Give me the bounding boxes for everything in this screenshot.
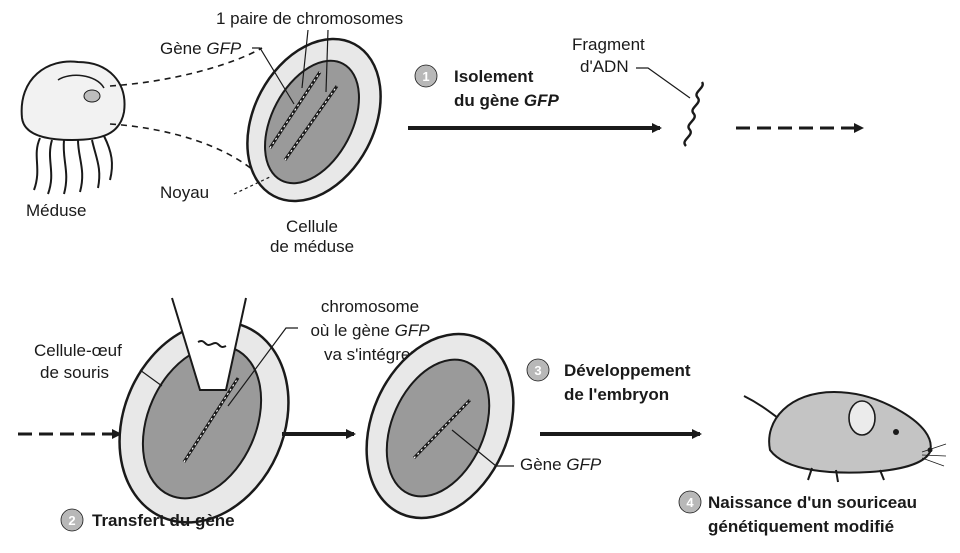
- step-1-title-2: du gène GFP: [454, 91, 560, 110]
- jellyfish-illustration: [20, 60, 126, 195]
- step-2-title: Transfert du gène: [92, 511, 235, 530]
- integration-pointer: [227, 327, 298, 407]
- chromosome-pair-label: 1 paire de chromosomes: [216, 9, 403, 28]
- step-3-badge: [526, 358, 550, 382]
- chromosome-pair-pointer-b: [325, 29, 329, 93]
- micropipette: [171, 297, 247, 391]
- step-1-title-1: Isolement: [454, 67, 534, 86]
- egg-chromosome: [182, 377, 240, 463]
- modified-cell: [365, 332, 515, 520]
- step-2-number: 2: [68, 513, 75, 528]
- gfp-gene-top-pointer: [252, 47, 295, 105]
- step-4-number: 4: [686, 495, 694, 510]
- step-4-badge: [678, 490, 702, 514]
- mouse-egg-cell: [118, 320, 290, 524]
- dna-fragment-label-1: Fragment: [572, 35, 645, 54]
- nucleus-pointer: [233, 175, 273, 195]
- step-3-title-2: de l'embryon: [564, 385, 669, 404]
- zoom-line-bottom: [109, 123, 261, 177]
- dna-fragment-pointer: [636, 67, 691, 99]
- jellyfish-cell-label-2: de méduse: [270, 237, 354, 256]
- nucleus-label: Noyau: [160, 183, 209, 202]
- step-3-number: 3: [534, 363, 541, 378]
- step-3-title-1: Développement: [564, 361, 691, 380]
- step-4-title-1: Naissance d'un souriceau: [708, 493, 917, 512]
- egg-cell-label-2: de souris: [40, 363, 109, 382]
- mouse-illustration: [743, 390, 947, 483]
- integration-label-2: où le gène GFP: [310, 321, 430, 340]
- step-1-number: 1: [422, 69, 429, 84]
- step-1-badge: [414, 64, 438, 88]
- zoom-line-top: [109, 47, 263, 87]
- modified-chromosome: [412, 398, 472, 460]
- gfp-gene-label-top: Gène GFP: [160, 39, 242, 58]
- integration-label-3: va s'intégrer: [324, 345, 416, 364]
- step-2-badge: [60, 508, 84, 532]
- chromosome-pair-pointer-a: [301, 29, 309, 89]
- egg-cell-label-1: Cellule-œuf: [34, 341, 122, 360]
- integration-label-1: chromosome: [321, 297, 419, 316]
- dna-fragment-label-2: d'ADN: [580, 57, 629, 76]
- jellyfish-cell-label-1: Cellule: [286, 217, 338, 236]
- egg-cell-pointer: [139, 369, 163, 387]
- gfp-gene-bottom-pointer: [451, 429, 514, 467]
- chromosome-pair: [268, 71, 339, 161]
- pipette-dna-helix: [197, 340, 227, 348]
- jellyfish-label: Méduse: [26, 201, 86, 220]
- dna-fragment-helix: [683, 81, 704, 147]
- step-4-title-2: génétiquement modifié: [708, 517, 894, 536]
- gfp-gene-label-bottom: Gène GFP: [520, 455, 602, 474]
